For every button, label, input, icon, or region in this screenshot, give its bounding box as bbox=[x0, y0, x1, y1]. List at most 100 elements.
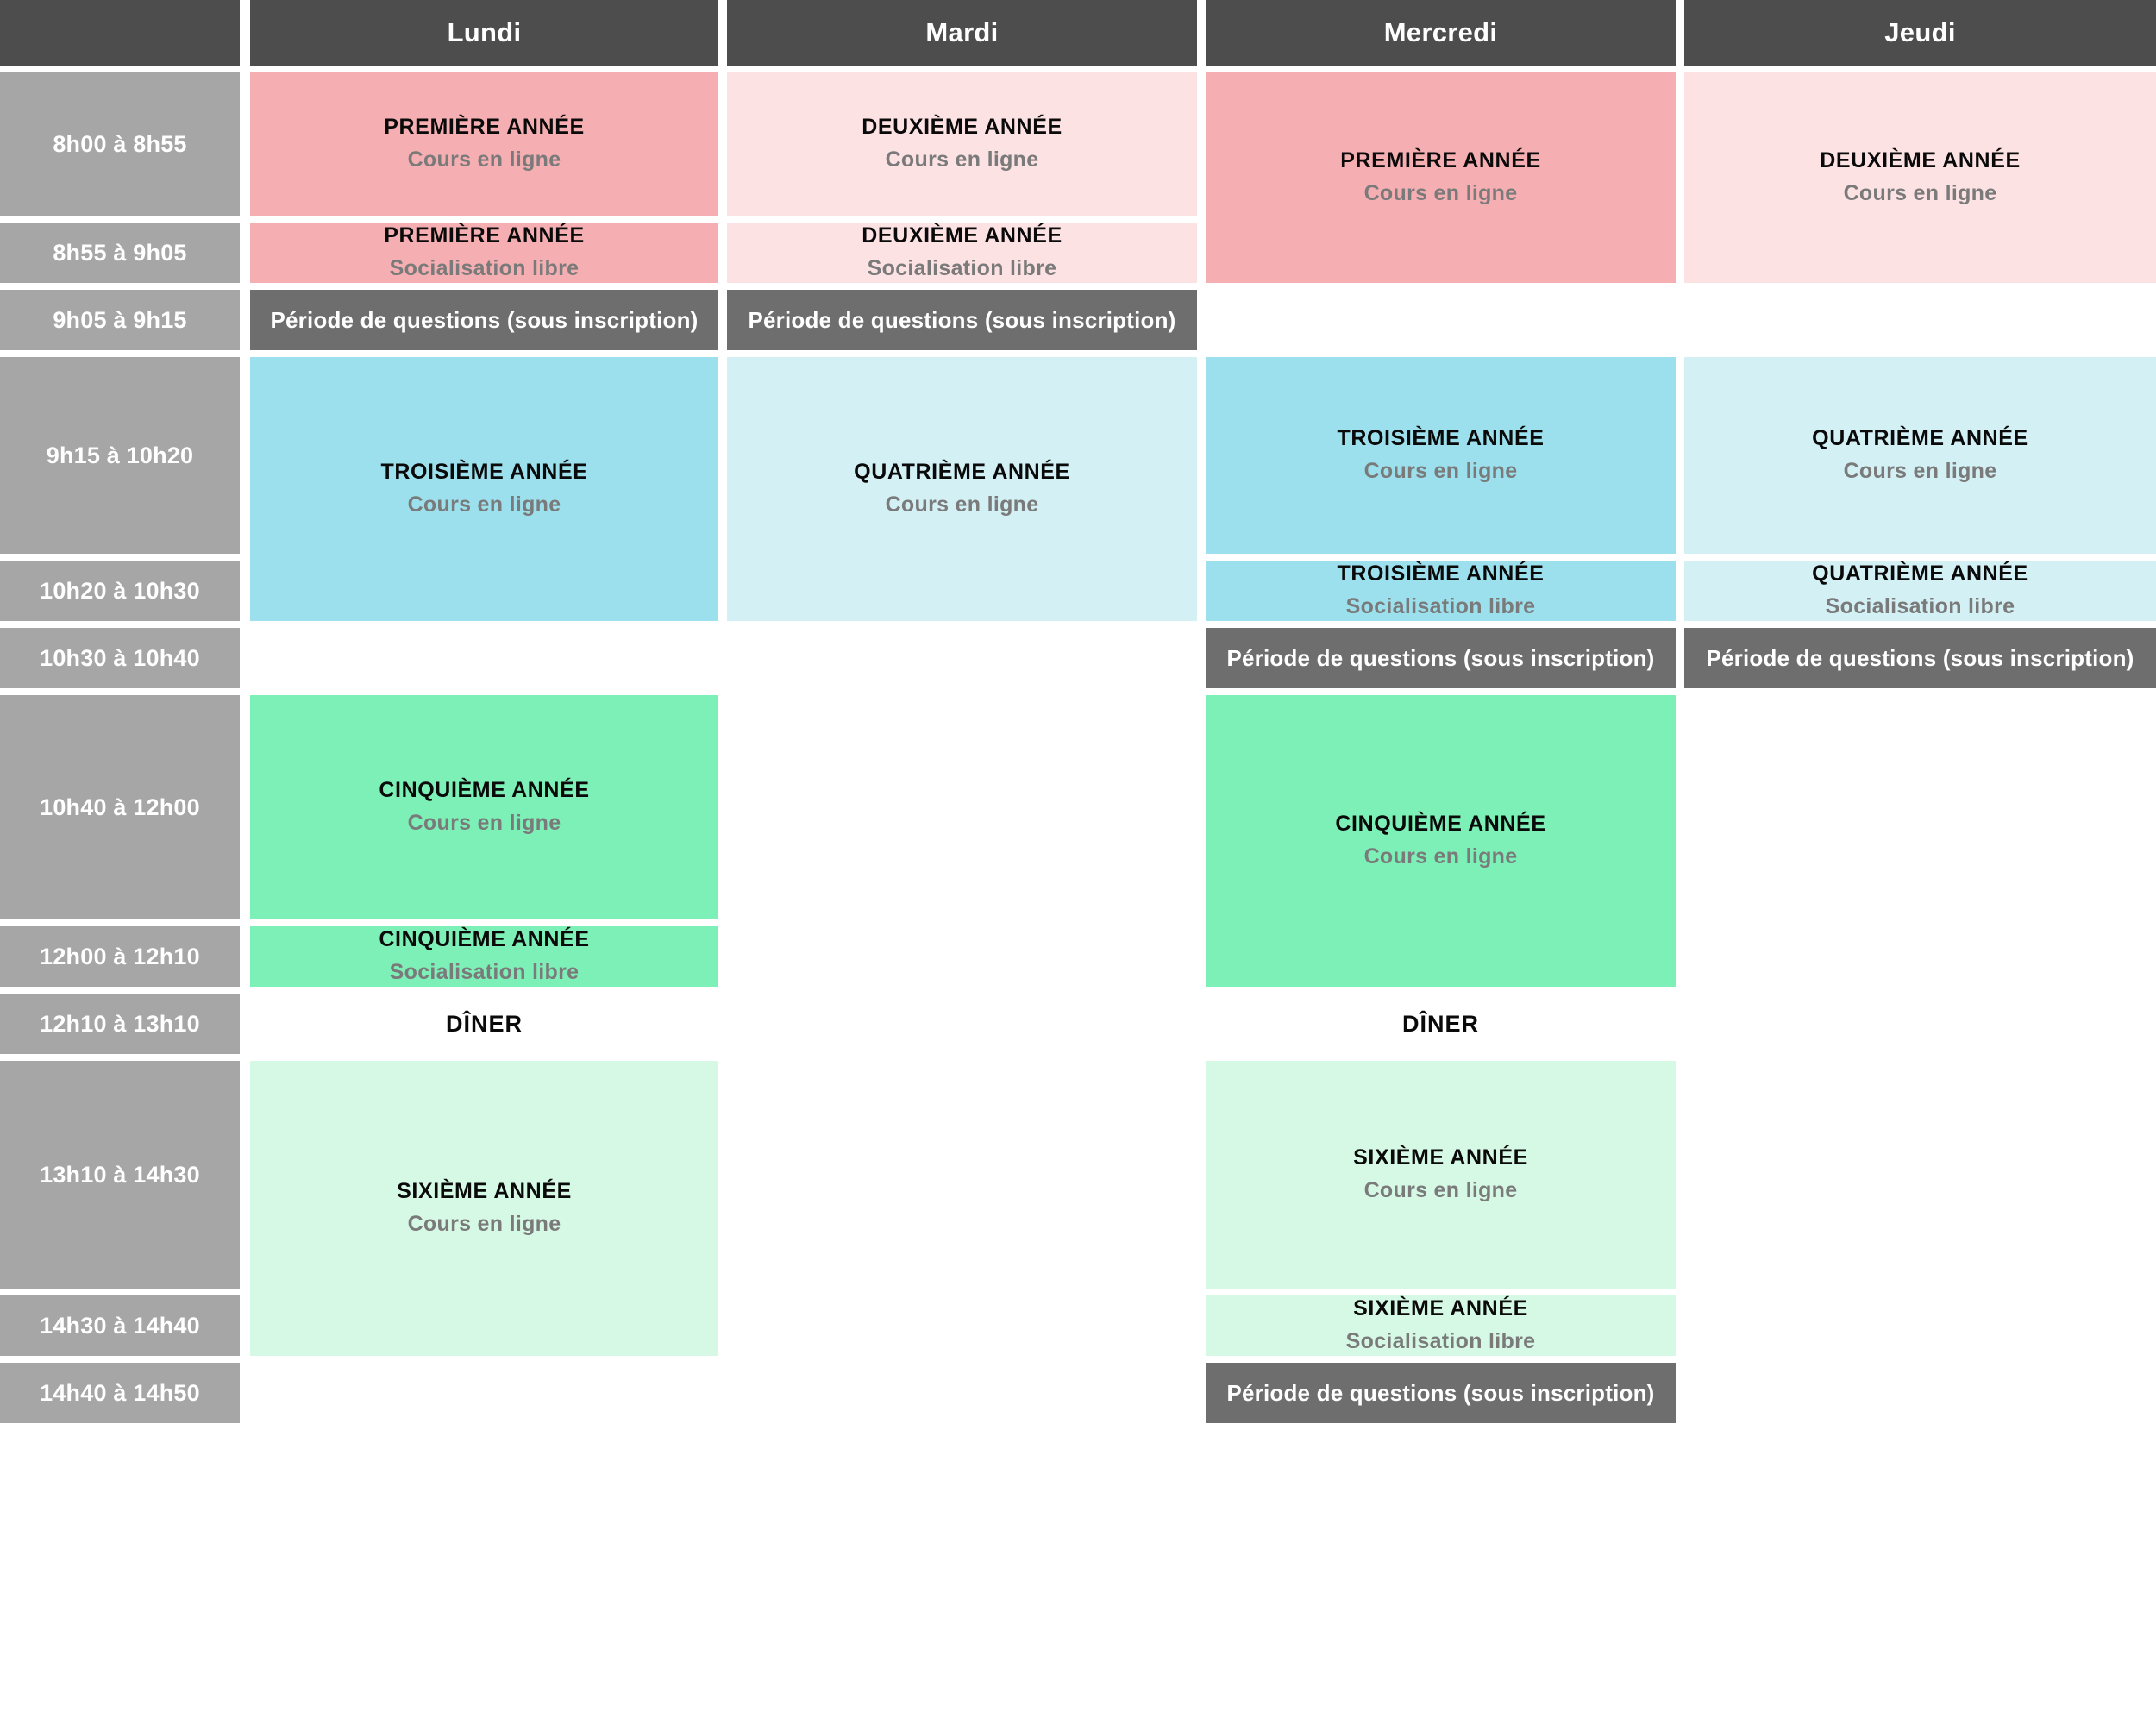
course-block[interactable]: QUATRIÈME ANNÉE Cours en ligne bbox=[1684, 357, 2156, 554]
time-slot-cell: 8h00 à 8h55 bbox=[0, 72, 240, 216]
course-subtitle: Cours en ligne bbox=[1843, 459, 1997, 484]
course-subtitle: Cours en ligne bbox=[407, 492, 561, 518]
course-subtitle: Cours en ligne bbox=[407, 147, 561, 172]
course-block[interactable]: DEUXIÈME ANNÉE Socialisation libre bbox=[727, 223, 1197, 283]
course-title: DEUXIÈME ANNÉE bbox=[862, 115, 1062, 140]
time-slot-cell: 9h05 à 9h15 bbox=[0, 290, 240, 350]
course-subtitle: Cours en ligne bbox=[407, 1212, 561, 1237]
question-period-block[interactable]: Période de questions (sous inscription) bbox=[250, 290, 718, 350]
question-period-label: Période de questions (sous inscription) bbox=[270, 306, 699, 333]
time-slot-cell: 8h55 à 9h05 bbox=[0, 223, 240, 283]
course-block[interactable]: PREMIÈRE ANNÉE Socialisation libre bbox=[250, 223, 718, 283]
question-period-block[interactable]: Période de questions (sous inscription) bbox=[1206, 1363, 1676, 1423]
time-slot-cell: 13h10 à 14h30 bbox=[0, 1061, 240, 1289]
course-title: QUATRIÈME ANNÉE bbox=[1812, 426, 2028, 451]
course-title: TROISIÈME ANNÉE bbox=[380, 460, 588, 485]
course-subtitle: Cours en ligne bbox=[1363, 844, 1518, 869]
time-slot-label: 14h40 à 14h50 bbox=[40, 1379, 200, 1406]
course-block[interactable]: TROISIÈME ANNÉE Cours en ligne bbox=[1206, 357, 1676, 554]
time-slot-label: 10h20 à 10h30 bbox=[40, 577, 200, 604]
lunch-label: DÎNER bbox=[445, 1010, 523, 1037]
course-block[interactable]: TROISIÈME ANNÉE Cours en ligne bbox=[250, 357, 718, 621]
course-title: TROISIÈME ANNÉE bbox=[1337, 426, 1545, 451]
day-header-label: Mardi bbox=[925, 17, 999, 47]
time-slot-label: 9h05 à 9h15 bbox=[53, 306, 187, 333]
time-slot-label: 12h10 à 13h10 bbox=[40, 1010, 200, 1037]
course-block[interactable]: CINQUIÈME ANNÉE Cours en ligne bbox=[250, 695, 718, 919]
course-title: PREMIÈRE ANNÉE bbox=[1340, 148, 1541, 173]
course-block[interactable]: QUATRIÈME ANNÉE Cours en ligne bbox=[727, 357, 1197, 621]
course-block[interactable]: CINQUIÈME ANNÉE Cours en ligne bbox=[1206, 695, 1676, 987]
time-slot-label: 14h30 à 14h40 bbox=[40, 1312, 200, 1339]
course-block[interactable]: QUATRIÈME ANNÉE Socialisation libre bbox=[1684, 561, 2156, 621]
question-period-block[interactable]: Période de questions (sous inscription) bbox=[727, 290, 1197, 350]
time-slot-label: 12h00 à 12h10 bbox=[40, 943, 200, 969]
day-header-label: Lundi bbox=[447, 17, 522, 47]
course-subtitle: Socialisation libre bbox=[389, 256, 580, 281]
course-block[interactable]: CINQUIÈME ANNÉE Socialisation libre bbox=[250, 926, 718, 987]
course-title: CINQUIÈME ANNÉE bbox=[1335, 812, 1546, 837]
time-slot-cell: 10h30 à 10h40 bbox=[0, 628, 240, 688]
time-slot-cell: 9h15 à 10h20 bbox=[0, 357, 240, 554]
course-subtitle: Cours en ligne bbox=[885, 147, 1039, 172]
day-header-jeudi: Jeudi bbox=[1684, 0, 2156, 66]
course-subtitle: Socialisation libre bbox=[1345, 1329, 1536, 1354]
course-title: CINQUIÈME ANNÉE bbox=[379, 927, 590, 952]
course-subtitle: Socialisation libre bbox=[389, 960, 580, 985]
time-slot-cell: 14h30 à 14h40 bbox=[0, 1295, 240, 1356]
course-subtitle: Socialisation libre bbox=[867, 256, 1057, 281]
time-slot-label: 10h30 à 10h40 bbox=[40, 644, 200, 671]
time-slot-label: 8h00 à 8h55 bbox=[53, 130, 187, 157]
course-subtitle: Socialisation libre bbox=[1345, 594, 1536, 619]
course-block[interactable]: PREMIÈRE ANNÉE Cours en ligne bbox=[250, 72, 718, 216]
course-block[interactable]: TROISIÈME ANNÉE Socialisation libre bbox=[1206, 561, 1676, 621]
course-title: TROISIÈME ANNÉE bbox=[1337, 561, 1545, 586]
time-slot-cell: 12h00 à 12h10 bbox=[0, 926, 240, 987]
course-block[interactable]: SIXIÈME ANNÉE Cours en ligne bbox=[250, 1061, 718, 1356]
course-title: SIXIÈME ANNÉE bbox=[1353, 1296, 1528, 1321]
course-subtitle: Cours en ligne bbox=[407, 811, 561, 836]
course-title: DEUXIÈME ANNÉE bbox=[1820, 148, 2021, 173]
time-slot-label: 10h40 à 12h00 bbox=[40, 794, 200, 820]
course-subtitle: Cours en ligne bbox=[1363, 181, 1518, 206]
course-title: QUATRIÈME ANNÉE bbox=[854, 460, 1070, 485]
time-slot-label: 13h10 à 14h30 bbox=[40, 1161, 200, 1188]
course-title: PREMIÈRE ANNÉE bbox=[384, 115, 585, 140]
time-slot-cell: 14h40 à 14h50 bbox=[0, 1363, 240, 1423]
question-period-block[interactable]: Période de questions (sous inscription) bbox=[1684, 628, 2156, 688]
course-title: CINQUIÈME ANNÉE bbox=[379, 778, 590, 803]
day-header-label: Mercredi bbox=[1383, 17, 1498, 47]
time-slot-label: 9h15 à 10h20 bbox=[46, 442, 194, 468]
time-slot-cell: 12h10 à 13h10 bbox=[0, 994, 240, 1054]
day-header-lundi: Lundi bbox=[250, 0, 718, 66]
schedule-corner-header bbox=[0, 0, 240, 66]
course-title: QUATRIÈME ANNÉE bbox=[1812, 561, 2028, 586]
time-slot-label: 8h55 à 9h05 bbox=[53, 239, 187, 266]
course-block[interactable]: PREMIÈRE ANNÉE Cours en ligne bbox=[1206, 72, 1676, 283]
question-period-label: Période de questions (sous inscription) bbox=[1706, 644, 2134, 671]
course-subtitle: Cours en ligne bbox=[1363, 1178, 1518, 1203]
course-block[interactable]: SIXIÈME ANNÉE Cours en ligne bbox=[1206, 1061, 1676, 1289]
course-title: SIXIÈME ANNÉE bbox=[1353, 1145, 1528, 1170]
question-period-block[interactable]: Période de questions (sous inscription) bbox=[1206, 628, 1676, 688]
question-period-label: Période de questions (sous inscription) bbox=[1226, 644, 1655, 671]
course-title: DEUXIÈME ANNÉE bbox=[862, 223, 1062, 248]
lunch-label: DÎNER bbox=[1401, 1010, 1479, 1037]
course-subtitle: Cours en ligne bbox=[1363, 459, 1518, 484]
question-period-label: Période de questions (sous inscription) bbox=[1226, 1379, 1655, 1406]
lunch-block[interactable]: DÎNER bbox=[250, 994, 718, 1054]
day-header-mardi: Mardi bbox=[727, 0, 1197, 66]
question-period-label: Période de questions (sous inscription) bbox=[748, 306, 1176, 333]
course-title: SIXIÈME ANNÉE bbox=[397, 1179, 572, 1204]
course-block[interactable]: SIXIÈME ANNÉE Socialisation libre bbox=[1206, 1295, 1676, 1356]
day-header-label: Jeudi bbox=[1884, 17, 1956, 47]
time-slot-cell: 10h40 à 12h00 bbox=[0, 695, 240, 919]
course-block[interactable]: DEUXIÈME ANNÉE Cours en ligne bbox=[727, 72, 1197, 216]
course-subtitle: Socialisation libre bbox=[1825, 594, 2015, 619]
course-subtitle: Cours en ligne bbox=[885, 492, 1039, 518]
day-header-mercredi: Mercredi bbox=[1206, 0, 1676, 66]
lunch-block[interactable]: DÎNER bbox=[1206, 994, 1676, 1054]
course-title: PREMIÈRE ANNÉE bbox=[384, 223, 585, 248]
